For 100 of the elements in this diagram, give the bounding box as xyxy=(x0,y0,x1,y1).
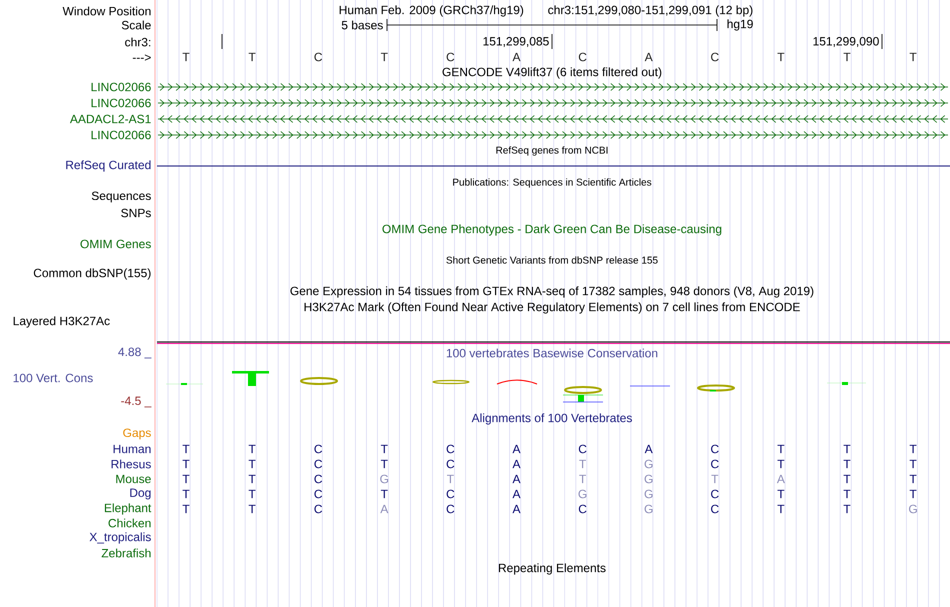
alignment-letter: T xyxy=(910,474,916,484)
alignment-letter: A xyxy=(644,444,653,454)
alignment-letter: C xyxy=(711,460,719,468)
track-title: Gene Expression in 54 tissues from GTEx RNA-seq of 17382 samples, 948 donors (V8, Aug 2019) xyxy=(290,286,814,298)
track-title: RefSeq genes from NCBI xyxy=(496,146,608,156)
species-label: Dog xyxy=(130,488,151,500)
species-label: Chicken xyxy=(108,518,151,528)
species-label: Rhesus xyxy=(112,460,151,468)
alignment-letter: T xyxy=(844,490,850,498)
base-letter: A xyxy=(512,52,520,62)
base-letter: C xyxy=(711,52,719,62)
base-letter: T xyxy=(380,52,388,62)
alignment-letter: C xyxy=(446,444,454,454)
species-label: Elephant xyxy=(104,503,152,515)
alignment-letter: T xyxy=(844,474,850,484)
alignment-letter: A xyxy=(380,504,388,514)
alignment-letter: G xyxy=(644,460,652,468)
base-letter: T xyxy=(910,52,916,62)
coordinate-label: 151,299,085 xyxy=(483,37,549,47)
track-title: Alignments of 100 Vertebrates xyxy=(472,413,632,425)
alignment-letter: A xyxy=(512,490,520,498)
base-letter: C xyxy=(578,52,586,62)
track-label: SNPs xyxy=(121,208,151,218)
alignment-letter: T xyxy=(910,490,916,498)
alignment-letter: A xyxy=(512,474,520,484)
alignment-letter: T xyxy=(182,474,190,484)
alignment-letter: T xyxy=(910,460,916,468)
track-title: 100 vertebrates Basewise Conservation xyxy=(446,348,658,358)
alignment-letter: T xyxy=(182,444,190,454)
alignment-letter: G xyxy=(578,490,586,498)
track-title: Short Genetic Variants from dbSNP release 155 xyxy=(446,256,658,264)
base-letter: T xyxy=(182,52,190,62)
alignment-letter: C xyxy=(314,474,322,484)
alignment-letter: T xyxy=(778,490,784,498)
base-letter: A xyxy=(644,52,653,62)
alignment-letter: G xyxy=(644,490,652,498)
track-label: ---> xyxy=(132,54,151,61)
species-label: Mouse xyxy=(116,474,151,484)
track-label: 100 Vert. Cons xyxy=(14,374,93,382)
alignment-letter: A xyxy=(512,444,520,454)
alignment-letter: T xyxy=(248,490,256,498)
alignment-letter: T xyxy=(910,444,916,454)
track-title: Publications: Sequences in Scientific Articles xyxy=(453,178,652,188)
track-label: Layered H3K27Ac xyxy=(14,316,110,328)
alignment-letter: T xyxy=(778,444,784,454)
gene-label: LINC02066 xyxy=(92,98,151,108)
alignment-letter: C xyxy=(446,460,454,468)
alignment-letter: T xyxy=(182,504,190,514)
alignment-letter: T xyxy=(380,444,388,454)
alignment-letter: T xyxy=(778,504,784,514)
alignment-letter: C xyxy=(578,504,586,514)
alignment-letter: T xyxy=(248,504,256,514)
alignment-letter: T xyxy=(447,474,454,484)
axis-label: -4.5 _ xyxy=(121,396,152,408)
track-label: Gaps xyxy=(123,428,151,440)
alignment-letter: T xyxy=(844,460,850,468)
coordinate-label: 151,299,090 xyxy=(813,37,879,47)
species-label: Zebrafish xyxy=(102,548,151,558)
track-label: RefSeq Curated xyxy=(66,160,150,172)
alignment-letter: C xyxy=(711,504,719,514)
alignment-letter: T xyxy=(579,460,586,468)
scale-label: 5 bases xyxy=(342,20,383,30)
alignment-letter: C xyxy=(314,460,322,468)
alignment-letter: T xyxy=(248,460,256,468)
track-label: Common dbSNP(155) xyxy=(34,268,151,280)
alignment-letter: T xyxy=(844,444,850,454)
alignment-letter: T xyxy=(380,460,388,468)
track-label: Sequences xyxy=(92,192,151,202)
alignment-letter: T xyxy=(182,460,190,468)
track-title: GENCODE V49lift37 (6 items filtered out) xyxy=(442,67,662,79)
gene-label: LINC02066 xyxy=(92,130,151,140)
alignment-letter: T xyxy=(711,474,718,484)
alignment-letter: C xyxy=(578,444,586,454)
alignment-letter: A xyxy=(512,504,520,514)
alignment-letter: T xyxy=(182,490,190,498)
track-label: OMIM Genes xyxy=(80,240,151,248)
base-letter: C xyxy=(314,52,322,62)
axis-label: 4.88 _ xyxy=(118,348,152,358)
alignment-letter: G xyxy=(644,504,652,514)
alignment-letter: C xyxy=(314,504,322,514)
species-label: Human xyxy=(114,444,151,454)
alignment-letter: T xyxy=(579,474,586,484)
alignment-letter: T xyxy=(248,444,256,454)
alignment-letter: C xyxy=(446,490,454,498)
alignment-letter: G xyxy=(380,474,388,484)
alignment-letter: T xyxy=(248,474,256,484)
gene-label: AADACL2-AS1 xyxy=(70,114,151,124)
track-title: H3K27Ac Mark (Often Found Near Active Regulatory Elements) on 7 cell lines from ENCODE xyxy=(304,302,800,314)
track-title: Repeating Elements xyxy=(498,563,606,575)
alignment-letter: A xyxy=(512,460,520,468)
track-label: Scale xyxy=(122,20,151,30)
gene-label: LINC02066 xyxy=(92,82,151,92)
alignment-letter: C xyxy=(314,444,322,454)
alignment-letter: G xyxy=(644,474,652,484)
alignment-letter: C xyxy=(711,490,719,498)
alignment-letter: T xyxy=(844,504,850,514)
alignment-letter: A xyxy=(776,474,785,484)
alignment-letter: C xyxy=(446,504,454,514)
species-label: X_tropicalis xyxy=(90,532,151,544)
base-letter: C xyxy=(446,52,454,62)
